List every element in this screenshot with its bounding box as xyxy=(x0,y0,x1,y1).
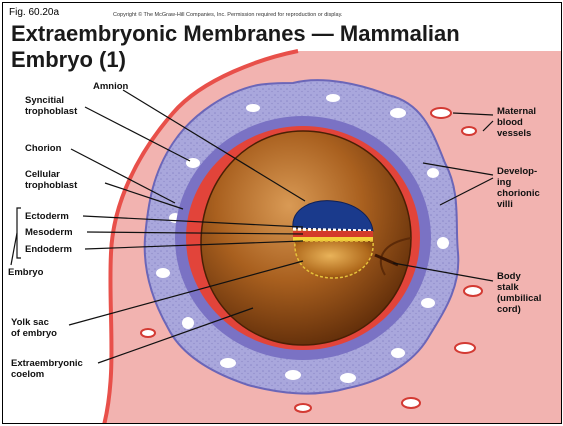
label-ectoderm: Ectoderm xyxy=(25,211,69,222)
figure-tag: Fig. 60.20a xyxy=(7,7,61,18)
label-maternal-blood-vessels: Maternal blood vessels xyxy=(497,106,536,139)
label-body-stalk: Body stalk (umbilical cord) xyxy=(497,271,541,315)
copyright-notice: Copyright © The McGraw-Hill Companies, I… xyxy=(113,12,342,18)
label-chorion: Chorion xyxy=(25,143,61,154)
label-extraembryonic-coelom: Extraembryonic coelom xyxy=(11,358,83,380)
label-cellular-trophoblast: Cellular trophoblast xyxy=(25,169,77,191)
mesoderm xyxy=(293,231,373,237)
label-endoderm: Endoderm xyxy=(25,244,72,255)
page-title: Extraembryonic Membranes — Mammalian Emb… xyxy=(11,21,460,73)
label-embryo: Embryo xyxy=(8,267,43,278)
label-developing-chorionic-villi: Develop- ing chorionic villi xyxy=(497,166,540,210)
label-mesoderm: Mesoderm xyxy=(25,227,73,238)
label-yolk-sac: Yolk sac of embryo xyxy=(11,317,57,339)
title-line-2: Embryo (1) xyxy=(11,47,460,73)
label-syncitial-trophoblast: Syncitial trophoblast xyxy=(25,95,77,117)
title-line-1: Extraembryonic Membranes — Mammalian xyxy=(11,21,460,46)
label-amnion: Amnion xyxy=(93,81,128,92)
